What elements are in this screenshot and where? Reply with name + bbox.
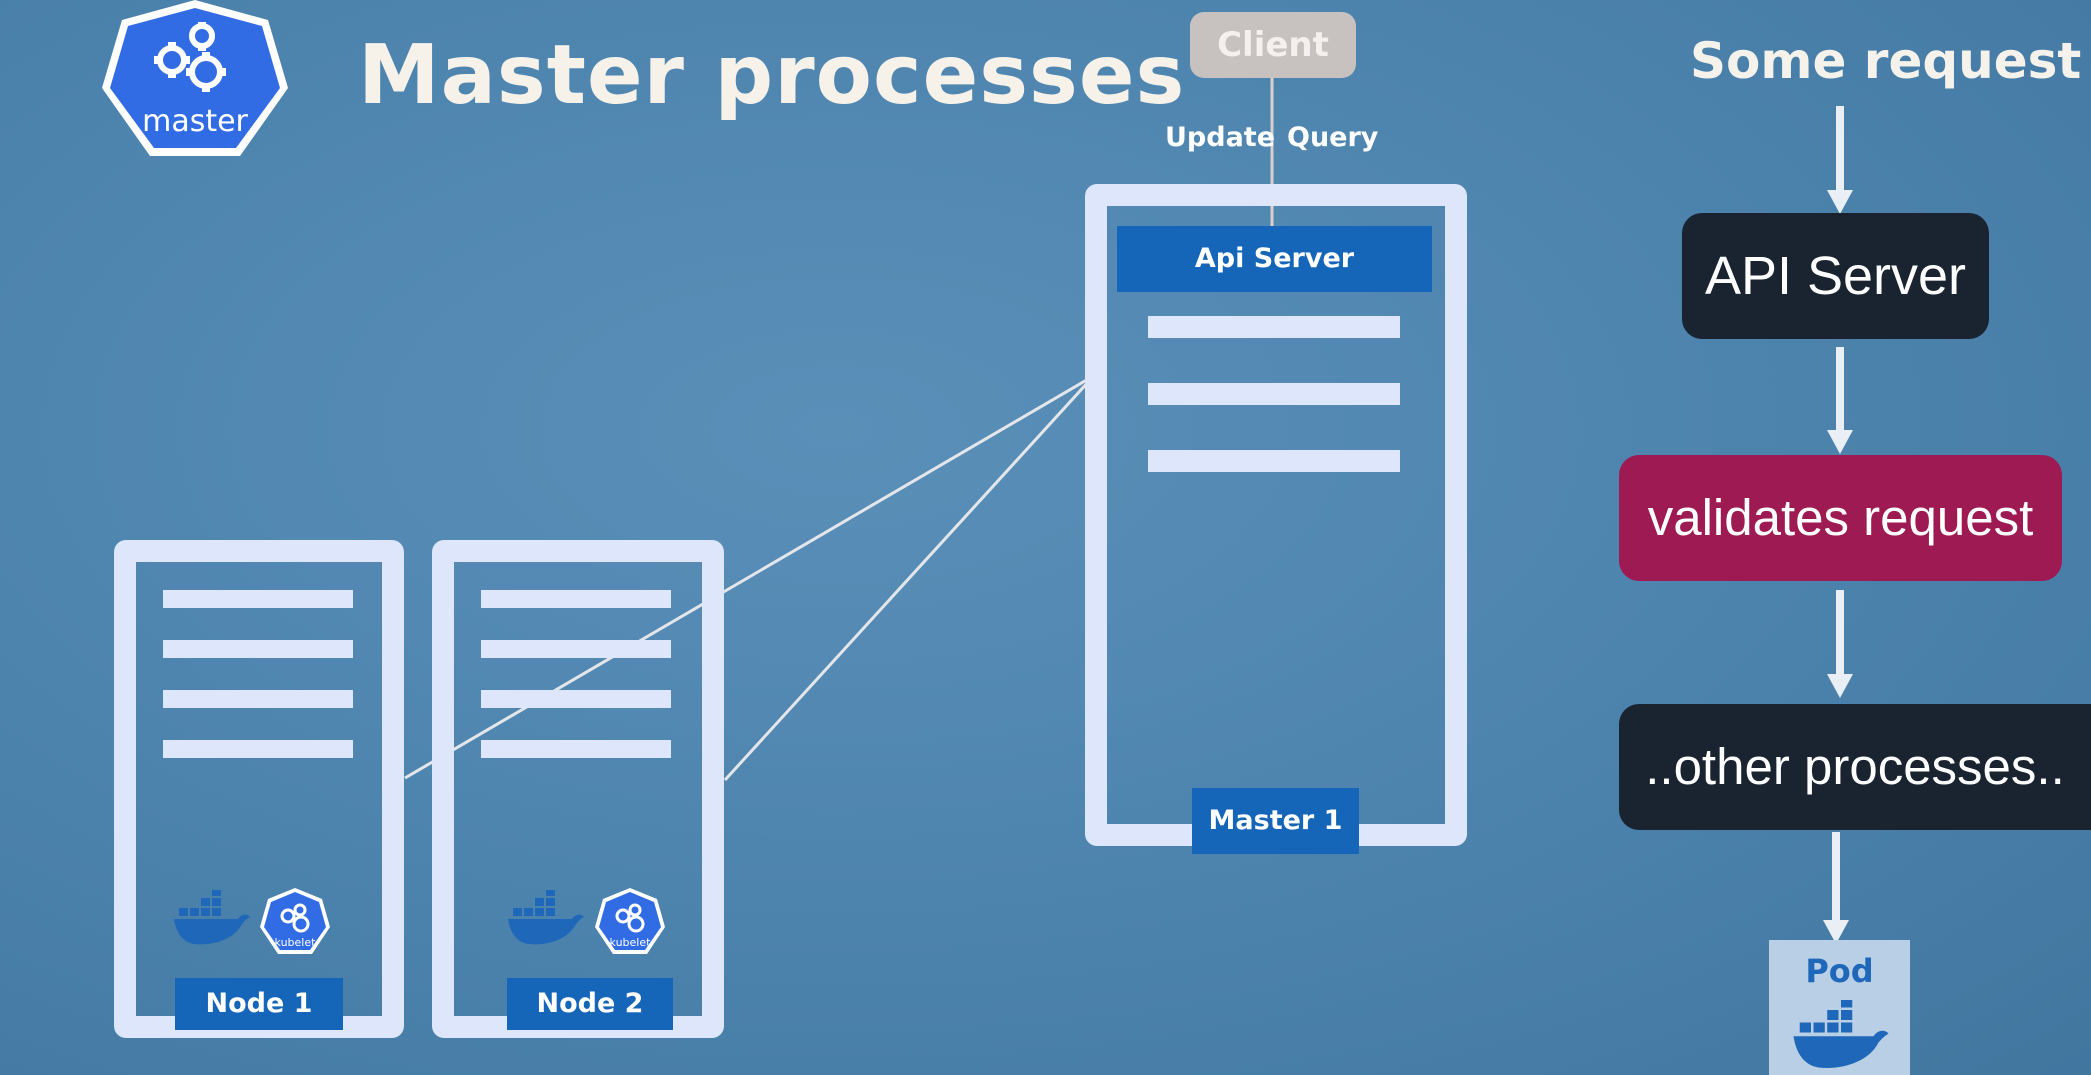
master-server — [1085, 184, 1467, 846]
arrow-down-icon — [1827, 430, 1853, 454]
kubelet-label: kubelet — [609, 936, 651, 949]
update-label: Update — [1165, 122, 1276, 153]
logo-label: master — [142, 104, 248, 139]
api-server-tag: Api Server — [1117, 226, 1432, 292]
arrow-shaft — [1836, 347, 1844, 433]
pod-box: Pod — [1769, 940, 1910, 1075]
arrow-shaft — [1836, 590, 1844, 678]
flow-step-validates-request: validates request — [1619, 455, 2062, 581]
master-name-tag: Master 1 — [1192, 788, 1359, 854]
server-slot — [481, 640, 671, 658]
server-slot — [1148, 450, 1400, 472]
flow-step-other-processes: ..other processes.. — [1619, 704, 2091, 830]
server-slot — [163, 590, 353, 608]
node-2-tag: Node 2 — [507, 978, 673, 1030]
node-server-1 — [114, 540, 404, 1038]
docker-whale-icon — [1793, 1000, 1889, 1068]
master-logo: master — [100, 0, 290, 160]
pod-label: Pod — [1805, 952, 1874, 990]
arrow-shaft — [1836, 106, 1844, 192]
docker-whale-icon — [174, 890, 250, 945]
server-slot — [1148, 383, 1400, 405]
kubelet-icon: kubelet — [593, 886, 667, 960]
kubelet-icon: kubelet — [258, 886, 332, 960]
arrow-down-icon — [1827, 190, 1853, 214]
node-server-2 — [432, 540, 724, 1038]
some-request-label: Some request — [1690, 32, 2082, 90]
flow-step-api-server: API Server — [1682, 213, 1989, 339]
server-slot — [163, 640, 353, 658]
server-slot — [481, 690, 671, 708]
server-slot — [481, 590, 671, 608]
node1-master-line — [404, 376, 1091, 780]
server-slot — [163, 740, 353, 758]
page-title: Master processes — [358, 28, 1186, 123]
server-slot — [481, 740, 671, 758]
node2-master-line — [723, 378, 1092, 782]
kubernetes-master-logo-icon — [102, 0, 288, 156]
query-label: Query — [1287, 122, 1379, 153]
arrow-shaft — [1832, 832, 1840, 924]
arrow-down-icon — [1827, 674, 1853, 698]
client-box: Client — [1190, 12, 1356, 78]
server-slot — [163, 690, 353, 708]
kubelet-label: kubelet — [274, 936, 316, 949]
server-slot — [1148, 316, 1400, 338]
node-1-tag: Node 1 — [175, 978, 343, 1030]
docker-whale-icon — [508, 890, 584, 945]
